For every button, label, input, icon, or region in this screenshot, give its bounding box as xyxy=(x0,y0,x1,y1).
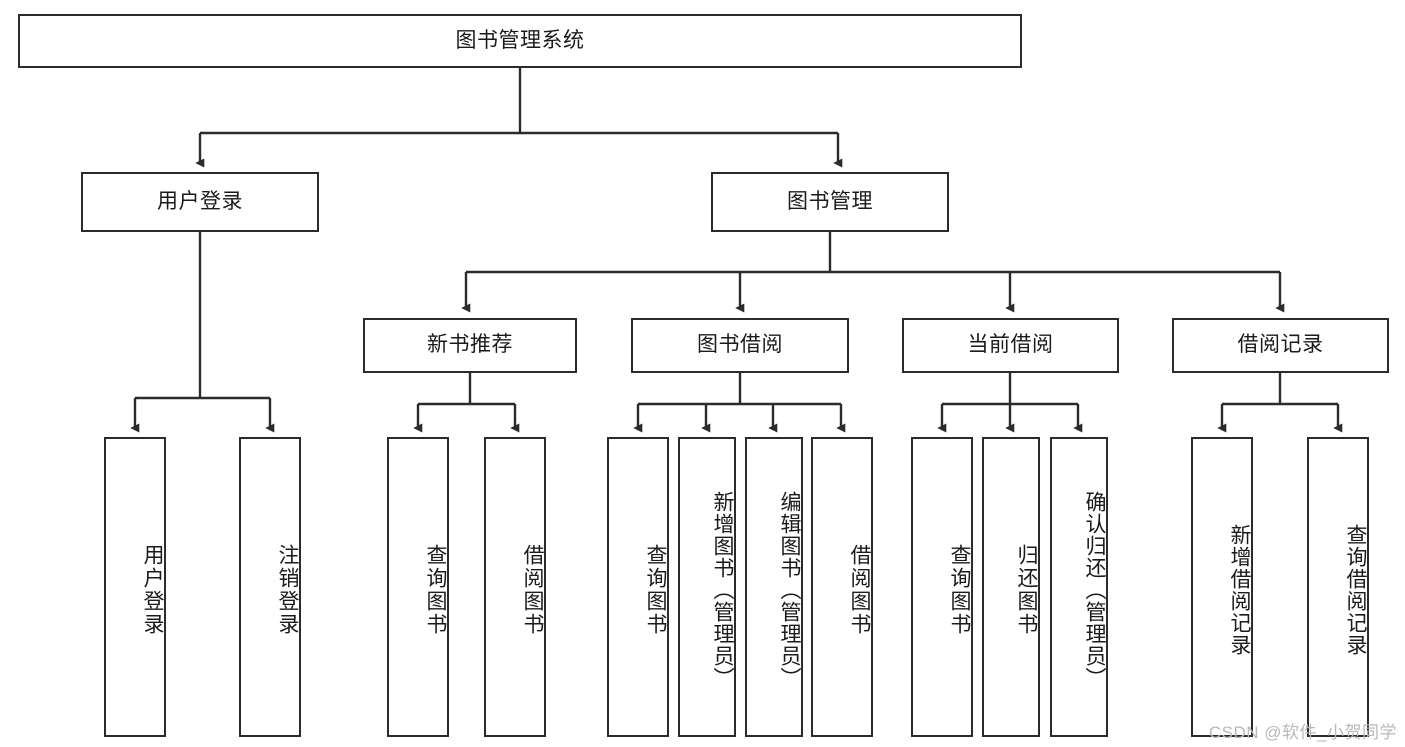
node-root-label: 图书管理系统 xyxy=(455,28,585,52)
leaf-edit-book-admin-label: 编辑图书（管理员） xyxy=(778,491,801,689)
node-book-borrow[interactable]: 图书借阅 xyxy=(631,318,849,373)
leaf-return-book[interactable]: 归还图书 xyxy=(982,437,1040,737)
node-book-borrow-label: 图书借阅 xyxy=(697,333,783,357)
leaf-user-login-label: 用户登录 xyxy=(141,544,164,636)
leaf-query-book-current[interactable]: 查询图书 xyxy=(911,437,973,737)
leaf-logout[interactable]: 注销登录 xyxy=(239,437,301,737)
leaf-query-borrow-record-label: 查询借阅记录 xyxy=(1344,524,1367,656)
node-user-login-label: 用户登录 xyxy=(157,189,243,213)
leaf-logout-label: 注销登录 xyxy=(276,544,299,636)
leaf-query-borrow-record[interactable]: 查询借阅记录 xyxy=(1307,437,1369,737)
node-current-borrow[interactable]: 当前借阅 xyxy=(902,318,1119,373)
node-new-book-recommend[interactable]: 新书推荐 xyxy=(363,318,577,373)
leaf-confirm-return-admin-label: 确认归还（管理员） xyxy=(1083,491,1106,689)
leaf-add-book-admin[interactable]: 新增图书（管理员） xyxy=(678,437,736,737)
node-borrow-record-label: 借阅记录 xyxy=(1237,333,1324,357)
leaf-user-login[interactable]: 用户登录 xyxy=(104,437,166,737)
node-book-management[interactable]: 图书管理 xyxy=(711,172,949,232)
watermark-text: CSDN @软件_小贺同学 xyxy=(1208,723,1397,742)
leaf-edit-book-admin[interactable]: 编辑图书（管理员） xyxy=(745,437,803,737)
leaf-add-borrow-record[interactable]: 新增借阅记录 xyxy=(1191,437,1253,737)
leaf-borrow-book-recommend-label: 借阅图书 xyxy=(521,544,544,636)
leaf-borrow-book-label: 借阅图书 xyxy=(848,544,871,636)
leaf-borrow-book-recommend[interactable]: 借阅图书 xyxy=(484,437,546,737)
node-borrow-record[interactable]: 借阅记录 xyxy=(1172,318,1389,373)
node-current-borrow-label: 当前借阅 xyxy=(967,333,1054,357)
leaf-borrow-book[interactable]: 借阅图书 xyxy=(811,437,873,737)
node-book-management-label: 图书管理 xyxy=(787,189,873,213)
leaf-query-book-recommend[interactable]: 查询图书 xyxy=(387,437,449,737)
node-user-login[interactable]: 用户登录 xyxy=(81,172,319,232)
leaf-return-book-label: 归还图书 xyxy=(1015,544,1038,636)
leaf-confirm-return-admin[interactable]: 确认归还（管理员） xyxy=(1050,437,1108,737)
leaf-add-borrow-record-label: 新增借阅记录 xyxy=(1228,524,1251,656)
node-root[interactable]: 图书管理系统 xyxy=(18,14,1022,68)
leaf-query-book-borrow-label: 查询图书 xyxy=(644,544,667,636)
leaf-query-book-recommend-label: 查询图书 xyxy=(424,544,447,636)
node-new-book-recommend-label: 新书推荐 xyxy=(427,333,513,357)
leaf-query-book-current-label: 查询图书 xyxy=(948,544,971,636)
leaf-query-book-borrow[interactable]: 查询图书 xyxy=(607,437,669,737)
leaf-add-book-admin-label: 新增图书（管理员） xyxy=(711,491,734,689)
